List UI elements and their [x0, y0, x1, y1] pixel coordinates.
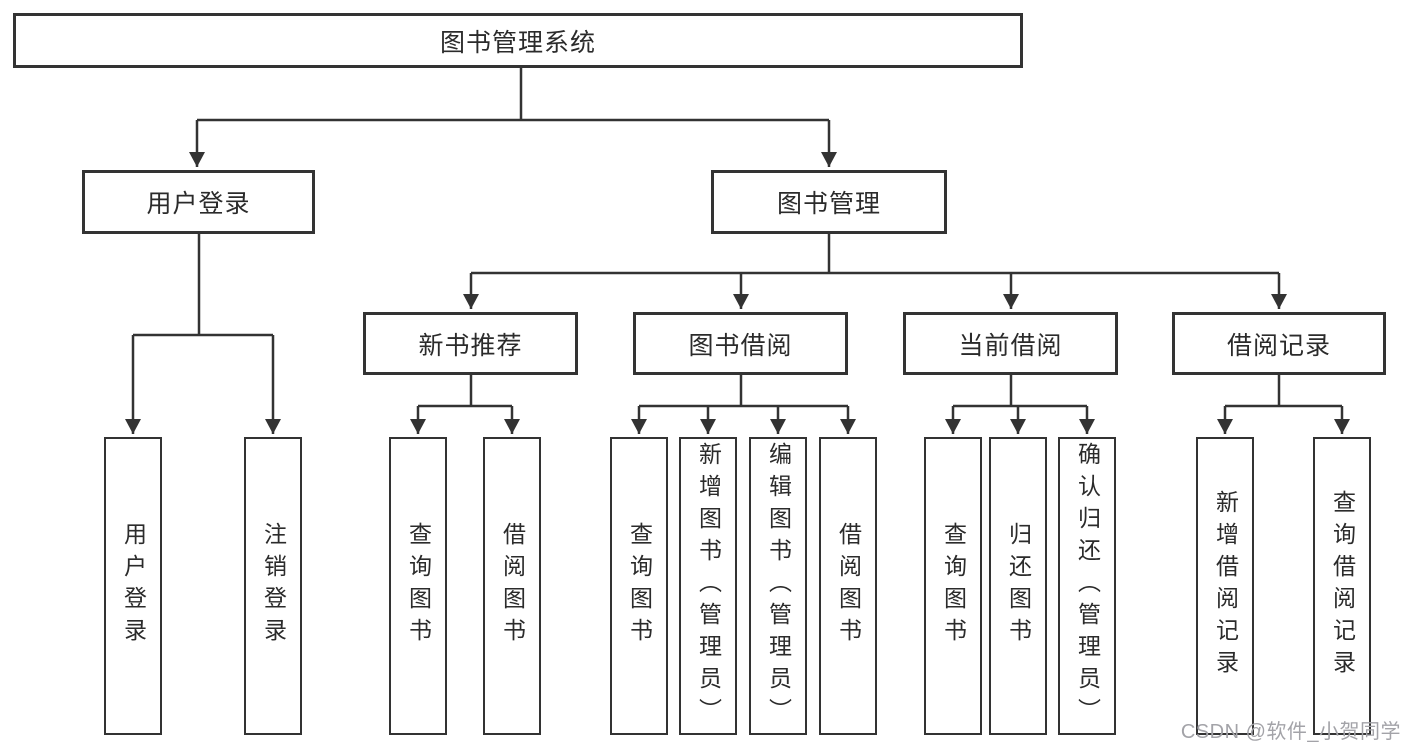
leaf-borrow-query-books: 查询图书: [610, 437, 668, 735]
leaf-label: 归还图书: [1005, 522, 1032, 650]
node-user-login: 用户登录: [82, 170, 315, 234]
csdn-watermark: CSDN @软件_小贺同学: [1180, 721, 1401, 743]
leaf-label: 新增借阅记录: [1212, 490, 1239, 682]
node-current-borrowing: 当前借阅: [903, 312, 1118, 375]
node-book-management-system: 图书管理系统: [13, 13, 1023, 68]
leaf-label: 借阅图书: [835, 522, 862, 650]
node-new-book-recommend: 新书推荐: [363, 312, 578, 375]
node-label: 图书借阅: [688, 331, 793, 360]
leaf-label: 查询借阅记录: [1329, 490, 1356, 682]
leaf-label: 编辑图书（管理员）: [765, 442, 792, 730]
leaf-label: 注销登录: [260, 522, 287, 650]
leaf-logout: 注销登录: [244, 437, 302, 735]
node-book-borrowing: 图书借阅: [633, 312, 848, 375]
leaf-label: 查询图书: [940, 522, 967, 650]
leaf-label: 确认归还（管理员）: [1074, 442, 1101, 730]
node-label: 借阅记录: [1226, 331, 1331, 360]
leaf-label: 用户登录: [120, 522, 147, 650]
leaf-current-return-books: 归还图书: [989, 437, 1047, 735]
leaf-current-query-books: 查询图书: [924, 437, 982, 735]
leaf-current-confirm-return-admin: 确认归还（管理员）: [1058, 437, 1116, 735]
leaf-records-add-record: 新增借阅记录: [1196, 437, 1254, 735]
leaf-borrow-borrow-books: 借阅图书: [819, 437, 877, 735]
node-label: 当前借阅: [958, 331, 1063, 360]
node-borrowing-records: 借阅记录: [1172, 312, 1386, 375]
leaf-label: 新增图书（管理员）: [695, 442, 722, 730]
leaf-borrow-add-books-admin: 新增图书（管理员）: [679, 437, 737, 735]
leaf-user-login: 用户登录: [104, 437, 162, 735]
leaf-borrow-edit-books-admin: 编辑图书（管理员）: [749, 437, 807, 735]
node-label: 图书管理: [776, 190, 881, 218]
node-label: 新书推荐: [418, 331, 523, 360]
leaf-records-query-record: 查询借阅记录: [1313, 437, 1371, 735]
node-label: 图书管理系统: [439, 28, 596, 57]
leaf-recommend-query-books: 查询图书: [389, 437, 447, 735]
leaf-recommend-borrow-books: 借阅图书: [483, 437, 541, 735]
node-label: 用户登录: [146, 190, 251, 218]
leaf-label: 查询图书: [405, 522, 432, 650]
leaf-label: 查询图书: [626, 522, 653, 650]
leaf-label: 借阅图书: [499, 522, 526, 650]
node-book-management: 图书管理: [711, 170, 947, 234]
